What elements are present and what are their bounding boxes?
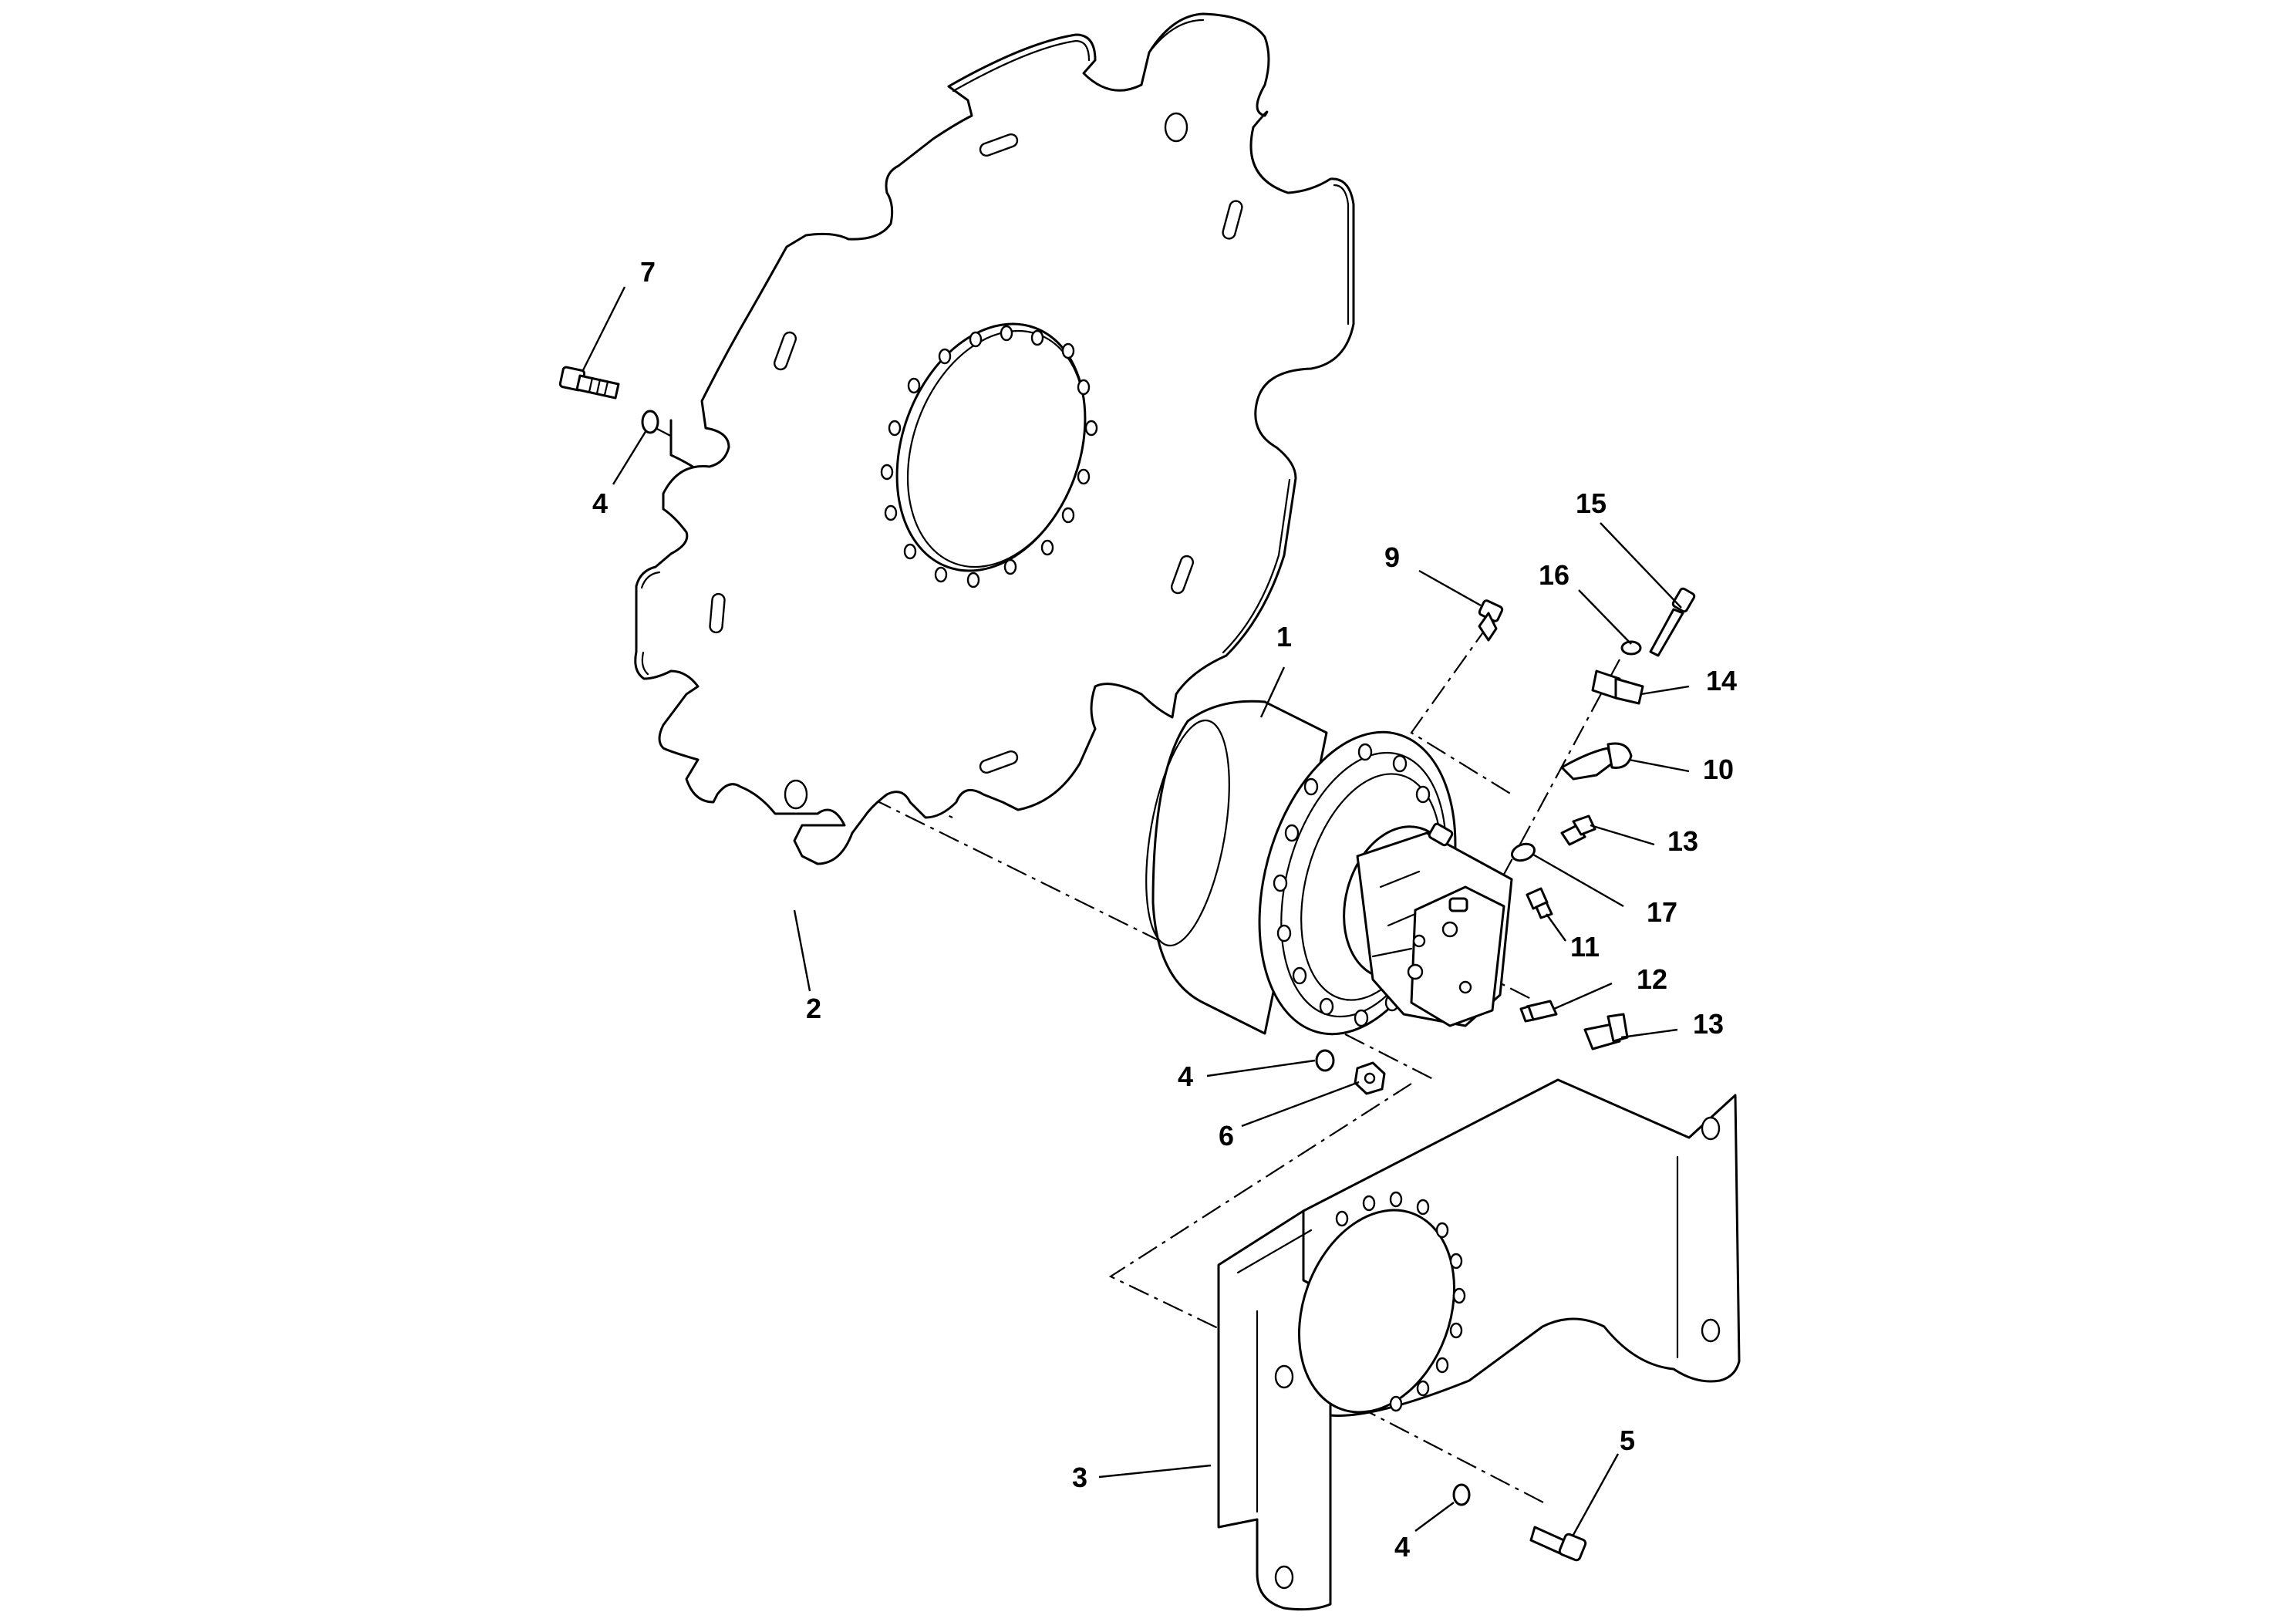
- sprocket-plate: [634, 12, 1355, 865]
- motor-housing: [1151, 700, 1328, 1035]
- bracket-mount-hole: [1701, 1116, 1721, 1141]
- sprocket-slots: [709, 133, 1243, 774]
- callout-5: 5: [1620, 1425, 1635, 1456]
- callout-labels: 1 2 3 4 4 4 5 6 7 9 10 11 12 13 13 14 15…: [592, 256, 1737, 1563]
- callout-15: 15: [1576, 487, 1607, 519]
- callout-9: 9: [1384, 541, 1400, 573]
- washer-16: [1620, 640, 1642, 656]
- callout-2: 2: [806, 993, 821, 1024]
- callout-7: 7: [640, 256, 656, 288]
- adapter-12: [1519, 1000, 1558, 1023]
- callout-17: 17: [1647, 896, 1677, 928]
- callout-11: 11: [1570, 931, 1600, 963]
- sprocket-pins: [784, 112, 1188, 810]
- callout-16: 16: [1539, 559, 1569, 591]
- callout-13-bottom: 13: [1693, 1008, 1724, 1040]
- o-ring-17: [1510, 842, 1536, 862]
- block-fitting-14: [1591, 669, 1644, 705]
- adapter-13-top: [1560, 814, 1596, 846]
- bracket-bolt-holes: [1335, 1191, 1466, 1412]
- callout-10: 10: [1703, 754, 1734, 785]
- bracket-mount-hole: [1274, 1364, 1294, 1389]
- bolt-5: [1529, 1526, 1587, 1562]
- callout-1: 1: [1276, 621, 1292, 653]
- leader-lines: [581, 286, 1690, 1536]
- elbow-10: [1560, 742, 1633, 781]
- adapter-11: [1526, 887, 1553, 919]
- nut-6: [1354, 1061, 1386, 1095]
- callout-6: 6: [1219, 1120, 1234, 1152]
- bracket-mount-hole: [1274, 1565, 1294, 1590]
- callout-13-top: 13: [1667, 825, 1698, 857]
- callout-4-bottom: 4: [1394, 1531, 1410, 1563]
- callout-4-middle: 4: [1178, 1061, 1193, 1092]
- callout-14: 14: [1706, 665, 1737, 696]
- washer-4-middle: [1315, 1049, 1335, 1072]
- drive-motor-assembly: [1145, 700, 1513, 1036]
- sprocket-bolt-holes: [880, 325, 1098, 588]
- callout-3: 3: [1072, 1462, 1087, 1493]
- fitting-9: [1478, 599, 1504, 642]
- callout-12: 12: [1637, 963, 1667, 995]
- tee-13-bottom: [1583, 1013, 1629, 1050]
- washer-4-bottom: [1452, 1483, 1471, 1506]
- bracket-center-bore: [1297, 1209, 1456, 1414]
- washer-4-top: [641, 410, 659, 434]
- bolt-7: [558, 366, 620, 400]
- mounting-bracket: [1217, 1078, 1741, 1611]
- callout-4-top: 4: [592, 487, 608, 519]
- bracket-mount-hole: [1701, 1318, 1721, 1343]
